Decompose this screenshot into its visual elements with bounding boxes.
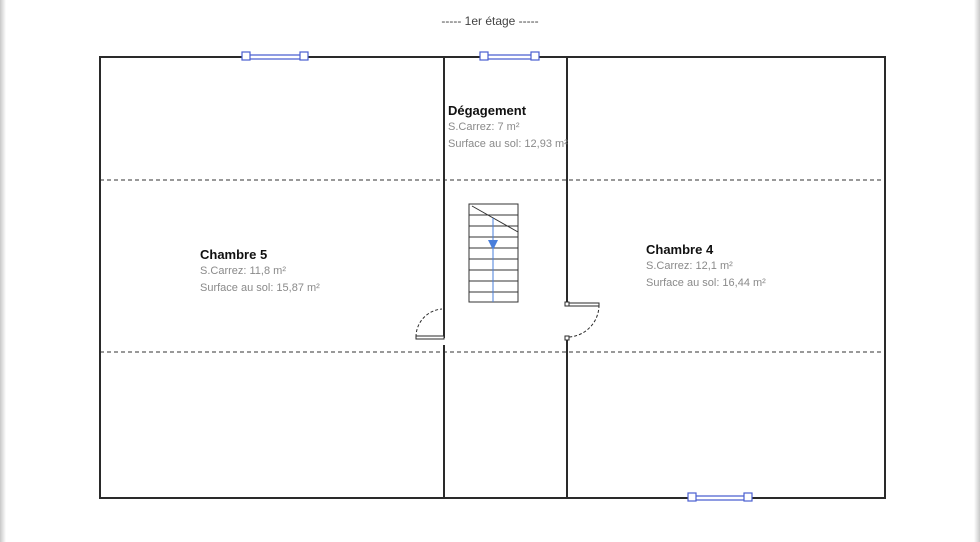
room-floor-area-chambre4: Surface au sol: 16,44 m² [646, 277, 766, 289]
room-floor-area-degagement: Surface au sol: 12,93 m² [448, 138, 568, 150]
room-floor-area-chambre5: Surface au sol: 15,87 m² [200, 282, 320, 294]
door-chambre4 [564, 301, 600, 341]
room-label-chambre5: Chambre 5 S.Carrez: 11,8 m² Surface au s… [200, 246, 320, 297]
room-name-degagement: Dégagement [448, 103, 527, 118]
staircase [468, 203, 519, 303]
room-carrez-degagement: S.Carrez: 7 m² [448, 121, 520, 133]
stair-direction-arrow-icon [488, 240, 498, 250]
ceiling-height-lines [100, 179, 885, 353]
door-chambre5 [415, 308, 445, 340]
room-carrez-chambre4: S.Carrez: 12,1 m² [646, 260, 733, 272]
frame-right-edge [974, 0, 980, 542]
stair-diagonal [471, 205, 519, 233]
floor-title: ----- 1er étage ----- [441, 14, 539, 28]
interior-walls [443, 57, 568, 498]
room-carrez-chambre5: S.Carrez: 11,8 m² [200, 265, 286, 277]
room-label-degagement: Dégagement S.Carrez: 7 m² Surface au sol… [448, 102, 568, 153]
window-chambre4 [687, 492, 753, 502]
room-name-chambre4: Chambre 4 [646, 242, 714, 257]
room-label-chambre4: Chambre 4 S.Carrez: 12,1 m² Surface au s… [646, 241, 766, 292]
room-name-chambre5: Chambre 5 [200, 247, 268, 262]
frame-left-edge [0, 0, 6, 542]
window-degagement [479, 51, 540, 61]
window-chambre5 [241, 51, 309, 61]
